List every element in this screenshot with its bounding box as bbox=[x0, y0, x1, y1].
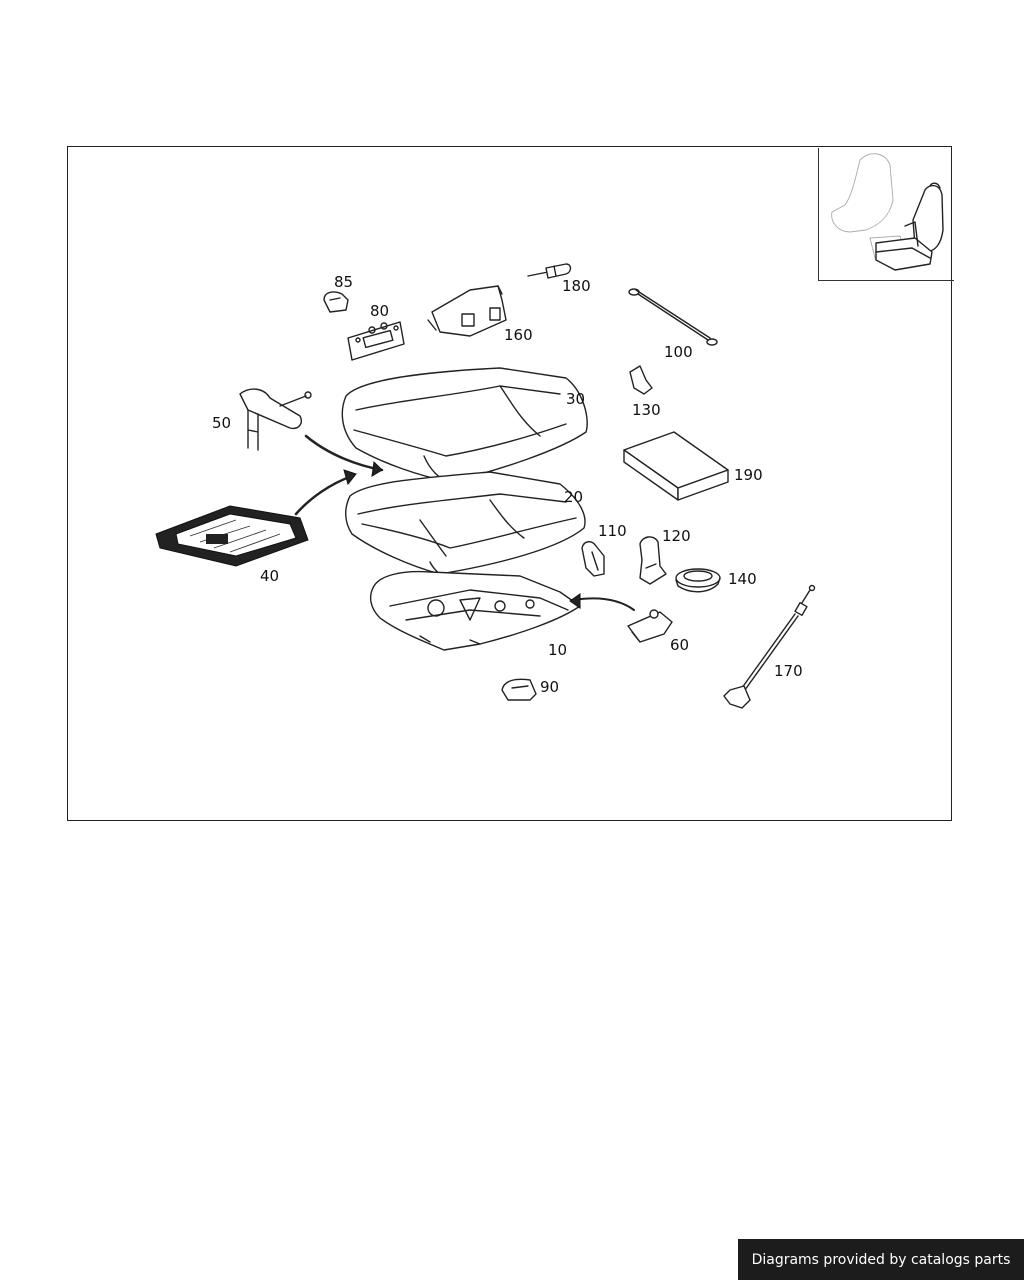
label-part-100: 100 bbox=[664, 343, 693, 361]
part-110-illustration bbox=[581, 541, 605, 577]
label-part-190: 190 bbox=[734, 466, 763, 484]
part-labels: 85 80 180 160 100 30 130 50 190 20 110 1… bbox=[212, 273, 803, 696]
part-140-illustration bbox=[675, 568, 721, 593]
part-160-illustration bbox=[427, 285, 507, 337]
part-85-illustration bbox=[323, 291, 349, 313]
label-part-110: 110 bbox=[598, 522, 627, 540]
label-part-30: 30 bbox=[566, 390, 585, 408]
part-130-illustration bbox=[629, 365, 653, 395]
label-part-120: 120 bbox=[662, 527, 691, 545]
part-50-illustration bbox=[239, 388, 312, 451]
assembly-arrows bbox=[294, 434, 635, 611]
part-100-illustration bbox=[628, 288, 718, 346]
part-30-illustration bbox=[341, 367, 588, 483]
part-80-illustration bbox=[347, 321, 405, 361]
part-10-illustration bbox=[369, 570, 581, 651]
label-part-130: 130 bbox=[632, 401, 661, 419]
part-190-illustration bbox=[623, 431, 729, 501]
part-170-illustration bbox=[723, 584, 816, 709]
label-part-50: 50 bbox=[212, 414, 231, 432]
part-60-illustration bbox=[627, 609, 673, 643]
label-part-90: 90 bbox=[540, 678, 559, 696]
label-part-140: 140 bbox=[728, 570, 757, 588]
part-40-illustration bbox=[155, 505, 309, 567]
label-part-170: 170 bbox=[774, 662, 803, 680]
part-180-illustration bbox=[527, 263, 572, 279]
label-part-80: 80 bbox=[370, 302, 389, 320]
seat-locator-thumbnail bbox=[831, 153, 944, 271]
label-part-40: 40 bbox=[260, 567, 279, 585]
credit-badge: Diagrams provided by catalogs parts bbox=[738, 1239, 1024, 1280]
part-120-illustration bbox=[639, 536, 667, 585]
seat-locator-box bbox=[818, 148, 954, 281]
label-part-180: 180 bbox=[562, 277, 591, 295]
part-20-illustration bbox=[345, 471, 586, 575]
credit-text: Diagrams provided by catalogs parts bbox=[751, 1251, 1011, 1268]
label-part-20: 20 bbox=[564, 488, 583, 506]
part-90-illustration bbox=[501, 678, 537, 701]
label-part-160: 160 bbox=[504, 326, 533, 344]
label-part-10: 10 bbox=[548, 641, 567, 659]
label-part-85: 85 bbox=[334, 273, 353, 291]
label-part-60: 60 bbox=[670, 636, 689, 654]
